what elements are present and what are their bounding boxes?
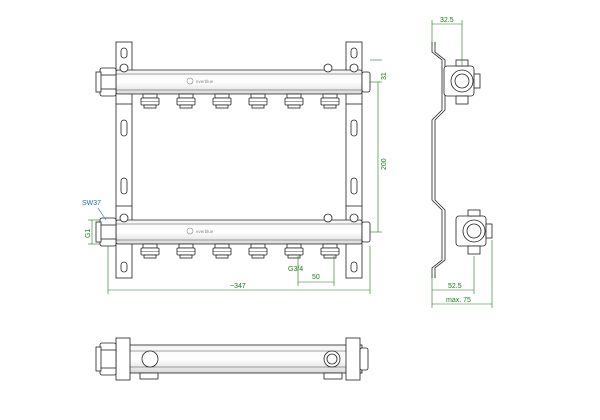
upper-outlets [140,93,340,109]
lower-outlet-4 [248,243,268,259]
side-bracket-profile [431,42,443,278]
dim-spacing: 50 [312,274,320,281]
upper-outlet-4 [248,93,268,109]
lower-manifold-bar [95,213,371,247]
lower-outlet-5 [284,243,304,259]
dim-inlet-thread: G1 [85,229,92,238]
lower-outlets [140,243,340,259]
side-upper-fitting [443,59,481,105]
dim-width: ~347 [230,283,246,290]
dim-thread: G3/4 [288,266,303,273]
top-view [95,337,369,381]
upper-outlet-3 [212,93,232,109]
dim-side-top: 32.5 [440,17,454,24]
front-dimensions [88,59,382,294]
wrench-callout: SW37 [82,200,107,221]
dim-height: 200 [381,158,388,170]
dim-side-bottom: 52.5 [448,283,462,290]
logo-upper-text: everblue [196,79,214,84]
logo-lower-text: everblue [196,229,214,234]
upper-outlet-2 [176,93,196,109]
logo-upper: everblue [186,77,214,85]
upper-manifold-bar [95,63,371,97]
dim-side-max: max. 75 [446,297,471,304]
lower-outlet-2 [176,243,196,259]
lower-outlet-3 [212,243,232,259]
side-dimensions [431,20,493,308]
front-view [95,41,371,279]
wrench-size-label: SW37 [82,200,101,207]
lower-outlet-6 [320,243,340,259]
lower-outlet-1 [140,243,160,259]
side-view [431,42,493,278]
logo-lower: everblue [186,227,214,235]
upper-outlet-5 [284,93,304,109]
side-lower-fitting [455,209,493,255]
upper-outlet-1 [140,93,160,109]
upper-outlet-6 [320,93,340,109]
dim-offset: 31 [381,72,388,80]
